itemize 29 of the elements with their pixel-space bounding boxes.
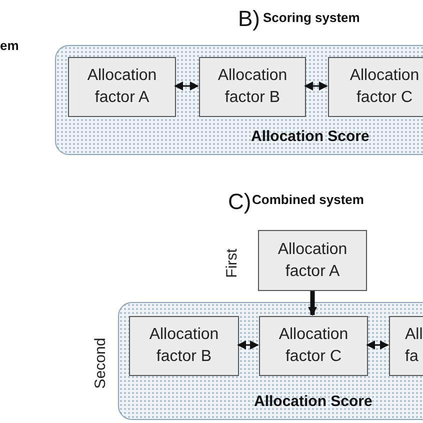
factor-box	[68, 57, 176, 117]
panel-title: Scoring system	[263, 9, 360, 27]
factor-box	[129, 316, 239, 376]
panel-letter: B)	[238, 5, 260, 33]
connector-arrow	[237, 340, 259, 350]
factor-box	[328, 57, 423, 117]
connector-arrow	[304, 82, 328, 90]
panel-title: Combined system	[252, 191, 364, 209]
factor-box	[258, 230, 367, 291]
factor-label: Allocation factor C	[278, 325, 350, 367]
dotted-panel	[55, 45, 423, 155]
factor-box	[259, 316, 368, 376]
factor-label: Allocation factor B	[216, 66, 288, 108]
panel-letter: C)	[228, 188, 252, 216]
factor-label: Allocation factor A	[86, 66, 158, 108]
connector-arrow	[308, 291, 317, 316]
dotted-panel	[118, 302, 423, 420]
factor-label: All fa	[405, 325, 423, 367]
connector-arrow	[366, 340, 389, 350]
factor-box	[199, 57, 306, 117]
factor-label: Allocation factor A	[276, 240, 348, 282]
rotated-label: First	[222, 248, 242, 278]
panel-caption: Allocation Score	[254, 392, 372, 412]
panel-caption: Allocation Score	[251, 126, 370, 146]
factor-label: Allocation factor C	[348, 66, 420, 108]
connector-arrow	[174, 82, 199, 90]
panel-title: em	[0, 37, 19, 55]
rotated-label: Second	[91, 338, 110, 389]
factor-label: Allocation factor B	[148, 325, 220, 367]
